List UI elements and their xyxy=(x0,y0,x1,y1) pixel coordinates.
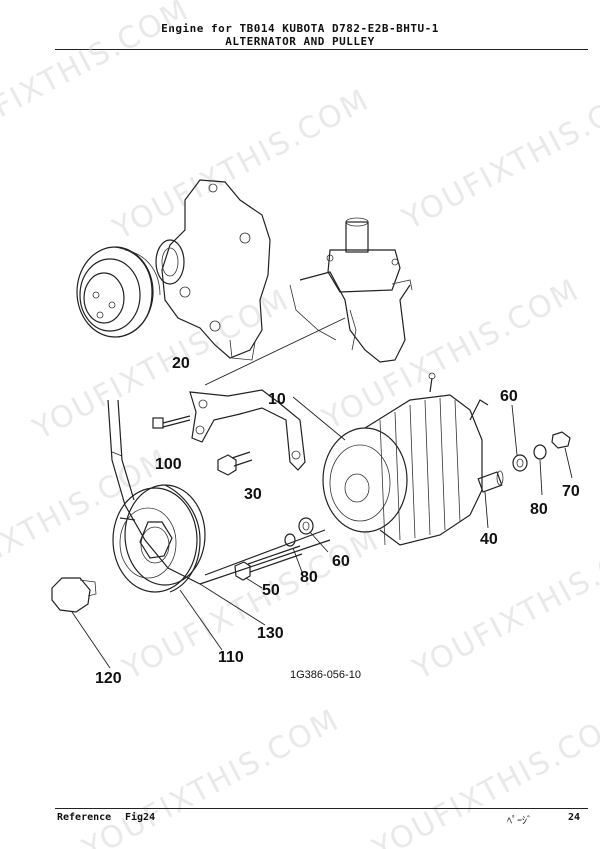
callout-80-top: 80 xyxy=(530,501,548,518)
callout-50: 50 xyxy=(262,582,280,599)
callout-10: 10 xyxy=(268,391,286,408)
callout-60-bottom: 60 xyxy=(332,553,350,570)
watermark-text: YOUFIXTHIS.COM xyxy=(366,702,600,849)
callout-100: 100 xyxy=(155,456,182,473)
watermark-text: YOUFIXTHIS.COM xyxy=(0,442,176,607)
watermark-text: YOUFIXTHIS.COM xyxy=(0,0,196,158)
callout-80-bottom: 80 xyxy=(300,569,318,586)
crank-pulley xyxy=(112,484,223,651)
washers-nut-top xyxy=(511,404,573,496)
callout-20: 20 xyxy=(172,355,190,372)
watermark-text: YOUFIXTHIS.COM xyxy=(76,702,345,849)
footer-rule xyxy=(55,808,588,809)
diagram-reference-code: 1G386-056-10 xyxy=(290,669,361,681)
engine-block xyxy=(289,217,413,363)
header-engine-model: Engine for TB014 KUBOTA D782-E2B-BHTU-1 xyxy=(161,22,439,35)
spacer-40 xyxy=(477,470,504,529)
washers-bottom xyxy=(284,517,329,573)
page-title: ALTERNATOR AND PULLEY xyxy=(225,35,375,48)
watermark-text: YOUFIXTHIS.COM xyxy=(316,272,585,437)
bolt-30 xyxy=(217,451,253,476)
callout-70: 70 xyxy=(562,483,580,500)
belt xyxy=(107,399,331,585)
watermark-text: YOUFIXTHIS.COM xyxy=(406,522,600,687)
watermark-text: YOUFIXTHIS.COM xyxy=(396,72,600,237)
alternator-bracket xyxy=(189,317,346,471)
footer-page-label: ﾍﾟｰｼﾞ xyxy=(507,816,532,827)
footer-reference-label: Reference xyxy=(57,812,112,823)
header-rule xyxy=(55,49,588,50)
water-pump-body xyxy=(155,179,271,361)
callout-120: 120 xyxy=(95,670,122,687)
callout-110: 110 xyxy=(218,649,244,666)
callout-labels: 20 10 60 100 30 80 70 40 60 80 50 130 11… xyxy=(95,355,580,687)
callout-130: 130 xyxy=(257,625,284,642)
callout-60-top: 60 xyxy=(500,388,518,405)
alternator xyxy=(292,372,489,546)
bolt-120 xyxy=(51,577,111,669)
bolt-100 xyxy=(152,415,191,429)
watermark-text: YOUFIXTHIS.COM xyxy=(106,82,375,247)
water-pump-pulley xyxy=(76,246,161,338)
callout-30: 30 xyxy=(244,486,262,503)
leader-130 xyxy=(199,583,266,626)
footer-page-number: 24 xyxy=(568,812,581,823)
callout-40: 40 xyxy=(480,531,498,548)
footer-figure-label: Fig24 xyxy=(125,812,156,823)
bolt-50 xyxy=(234,545,303,589)
watermark-text: YOUFIXTHIS.COM xyxy=(116,522,385,687)
watermark-text: YOUFIXTHIS.COM xyxy=(26,282,295,447)
